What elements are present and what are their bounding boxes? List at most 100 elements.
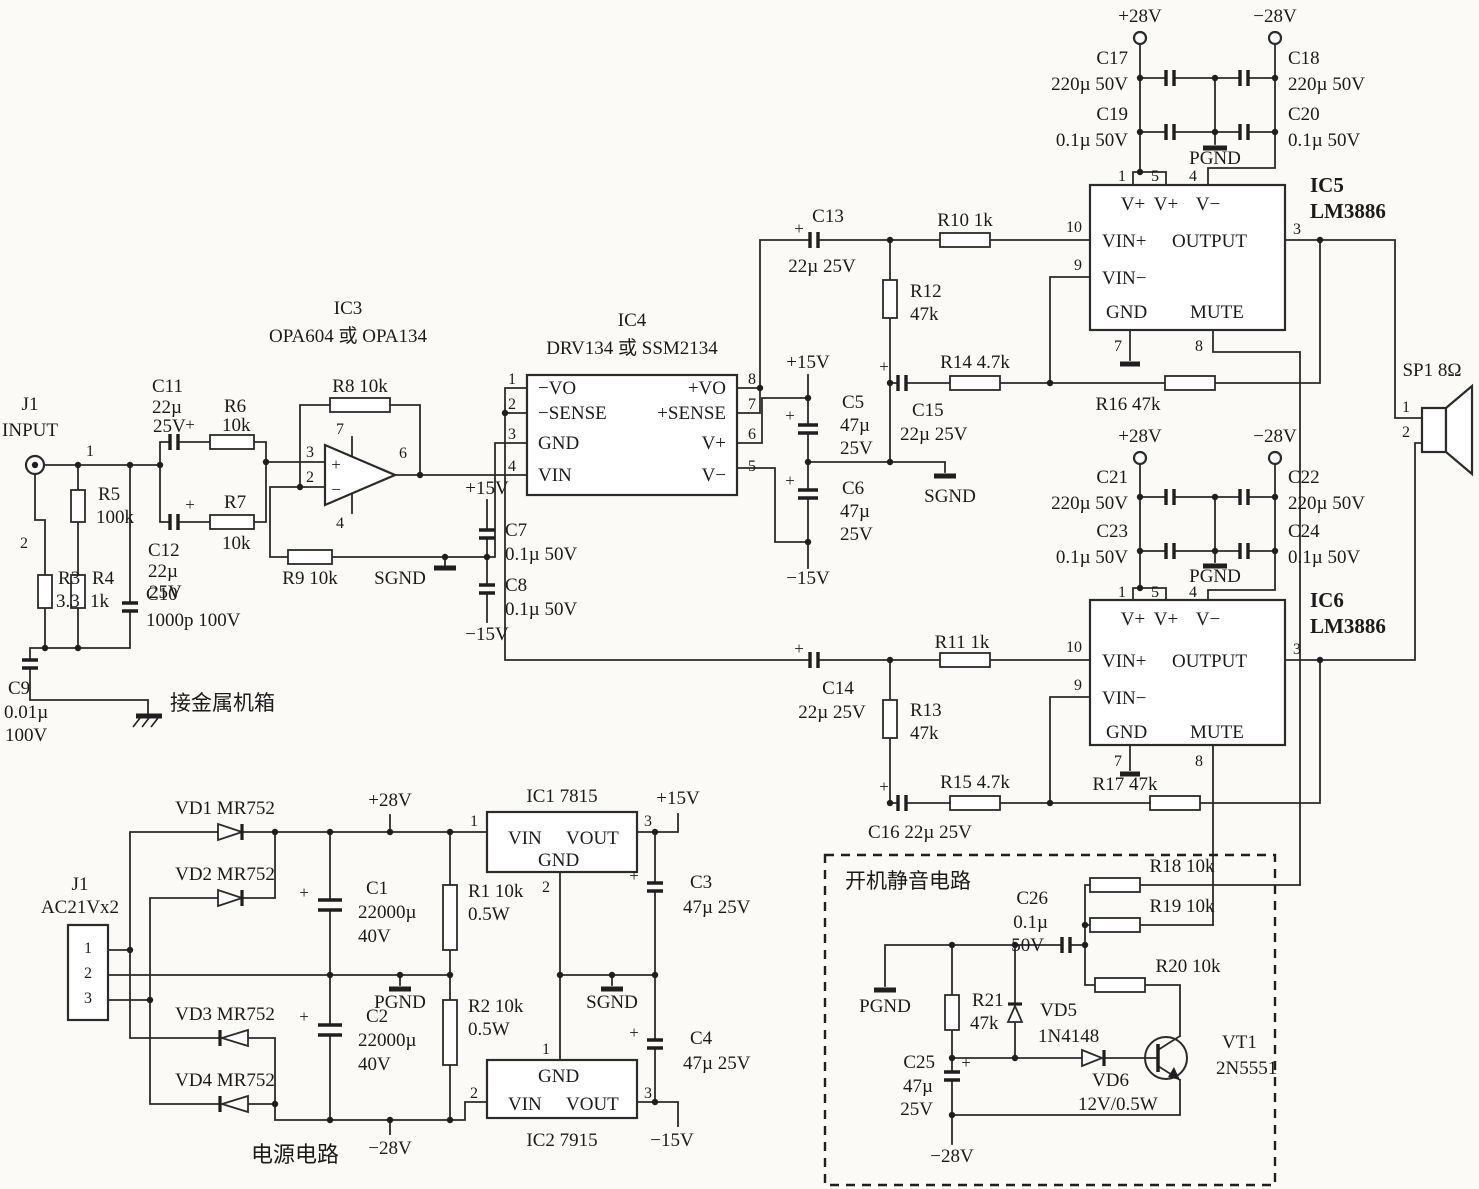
- pgnd-top: PGND: [1189, 148, 1241, 169]
- j1b-part: AC21Vx2: [41, 897, 119, 918]
- ic4-pin4: 4: [508, 458, 516, 475]
- r4-val: 1k: [90, 591, 110, 612]
- supply-plus28-ic5: +28V: [1118, 6, 1162, 27]
- ic6-vplus1: V+: [1121, 609, 1145, 630]
- junction-dot: [1046, 799, 1054, 807]
- rail-minus15-b: −15V: [465, 624, 509, 645]
- junction-dot: [262, 458, 270, 466]
- ic2-pin3: 3: [644, 1085, 652, 1102]
- ic6-vinm: VIN−: [1102, 688, 1147, 709]
- c25-val2: 25V: [900, 1099, 933, 1120]
- r4-ref: R4: [92, 568, 115, 589]
- junction-dot: [1211, 128, 1219, 136]
- ic1-vin: VIN: [508, 828, 542, 849]
- junction-dot: [483, 553, 491, 561]
- junction-dot: [886, 458, 894, 466]
- c13-ref: C13: [812, 206, 844, 227]
- ic5-pin5: 5: [1151, 168, 1159, 185]
- junction-dot: [1011, 941, 1019, 949]
- rail-plus15-b: +15V: [465, 478, 509, 499]
- ic3-plus: +: [331, 455, 341, 474]
- junction-dot: [1136, 128, 1144, 136]
- junction-dot: [271, 1100, 279, 1108]
- junction-dot: [948, 941, 956, 949]
- c11-ref: C11: [152, 376, 183, 397]
- c4-pol: +: [629, 1023, 639, 1042]
- c15-pol: +: [879, 357, 889, 376]
- c25-val1: 47µ: [903, 1076, 933, 1097]
- ic3-pin7: 7: [336, 421, 344, 438]
- pgnd-mid: PGND: [1189, 566, 1241, 587]
- junction-dot: [1081, 941, 1089, 949]
- junction-dot: [156, 461, 164, 469]
- junction-dot: [1136, 584, 1144, 592]
- ic4-ref: IC4: [618, 310, 647, 331]
- ic4-pin8: 8: [748, 371, 756, 388]
- speaker-sp1: [1420, 383, 1474, 477]
- junction-dot: [886, 379, 894, 387]
- junction-dot: [651, 1098, 659, 1106]
- c17-ref: C17: [1096, 48, 1128, 69]
- psu-minus28: −28V: [368, 1138, 412, 1159]
- c2-val1: 22000µ: [358, 1030, 417, 1051]
- sp1-pin1: 1: [1402, 399, 1410, 416]
- pgnd-psu: PGND: [374, 992, 426, 1013]
- c23-val: 0.1µ 50V: [1056, 547, 1128, 568]
- c20-ref: C20: [1288, 104, 1320, 125]
- c11-val2: 25V: [153, 416, 186, 437]
- c21-ref: C21: [1096, 467, 1128, 488]
- r1-val: 0.5W: [468, 904, 510, 925]
- r8-ref: R8 10k: [332, 376, 388, 397]
- r6-ref: R6: [224, 396, 246, 417]
- c12-ref: C12: [148, 540, 180, 561]
- junction-dot: [651, 971, 659, 979]
- r7-val: 10k: [222, 533, 251, 554]
- r19-ref: R19 10k: [1150, 896, 1215, 917]
- ic5-vplus2: V+: [1154, 194, 1178, 215]
- ic6-vplus2: V+: [1154, 609, 1178, 630]
- ic1-pin1: 1: [470, 813, 478, 830]
- c12-pol: +: [185, 495, 195, 514]
- r7-ref: R7: [224, 492, 246, 513]
- ic1-gnd: GND: [538, 850, 579, 871]
- junction-dot: [804, 394, 812, 402]
- psu-plus28: +28V: [368, 790, 412, 811]
- c1-pol: +: [299, 883, 309, 902]
- diode-bodies: [217, 822, 1106, 1114]
- c16-ref: C16 22µ 25V: [868, 822, 972, 843]
- rail-plus15-a: +15V: [786, 352, 830, 373]
- c19-val: 0.1µ 50V: [1056, 130, 1128, 151]
- r5-val: 100k: [96, 507, 135, 528]
- c22-val: 220µ 50V: [1288, 493, 1365, 514]
- vd6-val: 12V/0.5W: [1078, 1094, 1158, 1115]
- vd5-val: 1N4148: [1038, 1026, 1099, 1047]
- c12-val1: 22µ: [148, 561, 178, 582]
- junction-dot: [396, 971, 404, 979]
- wires: [29, 43, 1423, 1145]
- ic6-gnd: GND: [1106, 722, 1147, 743]
- junction-dot: [501, 409, 509, 417]
- junction-dot: [556, 971, 564, 979]
- r15-ref: R15 4.7k: [940, 772, 1010, 793]
- ic5-vinp: VIN+: [1102, 231, 1147, 252]
- c8-ref: C8: [505, 575, 527, 596]
- junction-dot: [651, 828, 659, 836]
- ic6-mute: MUTE: [1190, 722, 1244, 743]
- ic6-output: OUTPUT: [1172, 651, 1247, 672]
- c5-ref: C5: [842, 392, 864, 413]
- vt1-ref: VT1: [1222, 1032, 1257, 1053]
- ic4-vminus: V−: [702, 465, 726, 486]
- c26-val2: 50V: [1011, 935, 1044, 956]
- ic5-vinm: VIN−: [1102, 268, 1147, 289]
- transistor-vt1: [1144, 1036, 1188, 1080]
- sgnd-a: SGND: [924, 486, 976, 507]
- c24-val: 0.1µ 50V: [1288, 547, 1360, 568]
- junction-dot: [386, 828, 394, 836]
- ic4-part: DRV134 或 SSM2134: [546, 337, 718, 359]
- ic4-pin1: 1: [508, 371, 516, 388]
- vd1-ref: VD1 MR752: [175, 798, 275, 819]
- ic5-vminus: V−: [1196, 194, 1220, 215]
